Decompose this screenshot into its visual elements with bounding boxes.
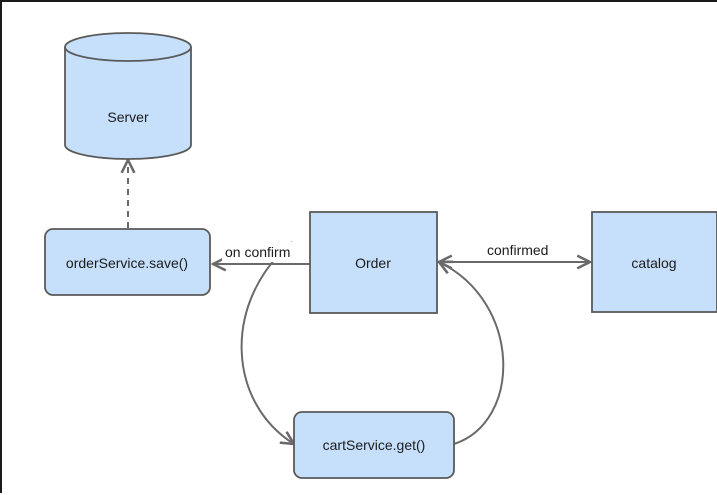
- edge-cart-to-order: [439, 262, 505, 445]
- edge-label-confirmed: confirmed: [487, 242, 548, 258]
- node-label-order-service-save: orderService.save(): [66, 255, 188, 271]
- node-label-cart-service-get: cartService.get(): [323, 437, 426, 453]
- nodes: Server orderService.save() Order catalog…: [44, 32, 717, 479]
- node-cart-service-get: cartService.get(): [293, 411, 455, 479]
- node-label-server: Server: [107, 109, 149, 125]
- server-cylinder-body: [64, 47, 192, 160]
- server-cylinder-top: [64, 32, 192, 62]
- order-box: [309, 211, 438, 314]
- catalog-box: [591, 211, 717, 313]
- order-service-save-box: [44, 228, 211, 296]
- node-catalog: catalog: [591, 211, 717, 313]
- node-label-catalog: catalog: [631, 255, 676, 271]
- node-order-service-save: orderService.save(): [44, 228, 211, 296]
- edge-labels: on confirm confirmed: [222, 240, 562, 262]
- on-confirm-label-bg: [222, 242, 308, 262]
- edge-label-on-confirm: on confirm: [225, 244, 290, 260]
- cart-service-get-box: [293, 411, 455, 479]
- node-label-order: Order: [355, 255, 391, 271]
- confirmed-label-bg: [482, 240, 562, 260]
- edges: [128, 160, 590, 444]
- node-server: Server: [64, 32, 192, 160]
- edge-order-to-cart: [240, 241, 294, 444]
- node-order: Order: [309, 211, 438, 314]
